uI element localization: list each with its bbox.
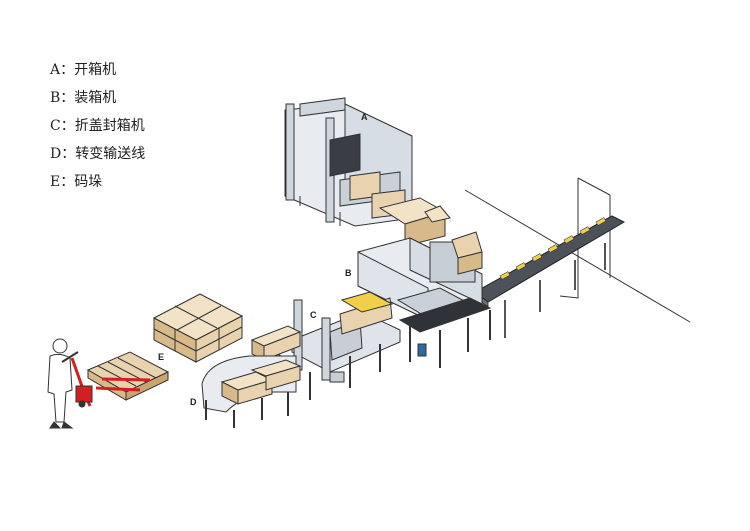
- machine-d-turning-conveyor: [201, 355, 302, 428]
- infeed-conveyor: [474, 215, 626, 338]
- legend-item-unpacker: A：开箱机: [50, 62, 117, 78]
- machine-b-case-packer: [357, 231, 492, 368]
- wooden-pallet: [86, 351, 170, 401]
- machine-label-d: D: [190, 397, 197, 407]
- machine-e-pallet-stack: [152, 293, 244, 363]
- conveyor-legs: [504, 243, 606, 338]
- machine-label-b: B: [345, 268, 352, 278]
- legend: A：开箱机 B：装箱机 C：折盖封箱机 D：转变输送线 E：码垛: [50, 60, 145, 200]
- legend-item-case-sealer: C：折盖封箱机: [50, 118, 145, 134]
- operator-with-pallet-jack: [47, 338, 93, 429]
- machine-c-case-sealer: [250, 291, 401, 400]
- legend-item-turn-conveyor: D：转变输送线: [50, 146, 146, 162]
- legend-item-case-packer: B：装箱机: [50, 90, 117, 106]
- legend-item-palletizing: E：码垛: [50, 174, 103, 190]
- machine-a-case-erector: [284, 97, 451, 247]
- machine-label-c: C: [310, 310, 317, 320]
- machine-label-e: E: [158, 352, 164, 362]
- room-guide-lines: [464, 177, 691, 323]
- conveyor-products: [499, 217, 607, 280]
- machine-label-a: A: [361, 112, 368, 122]
